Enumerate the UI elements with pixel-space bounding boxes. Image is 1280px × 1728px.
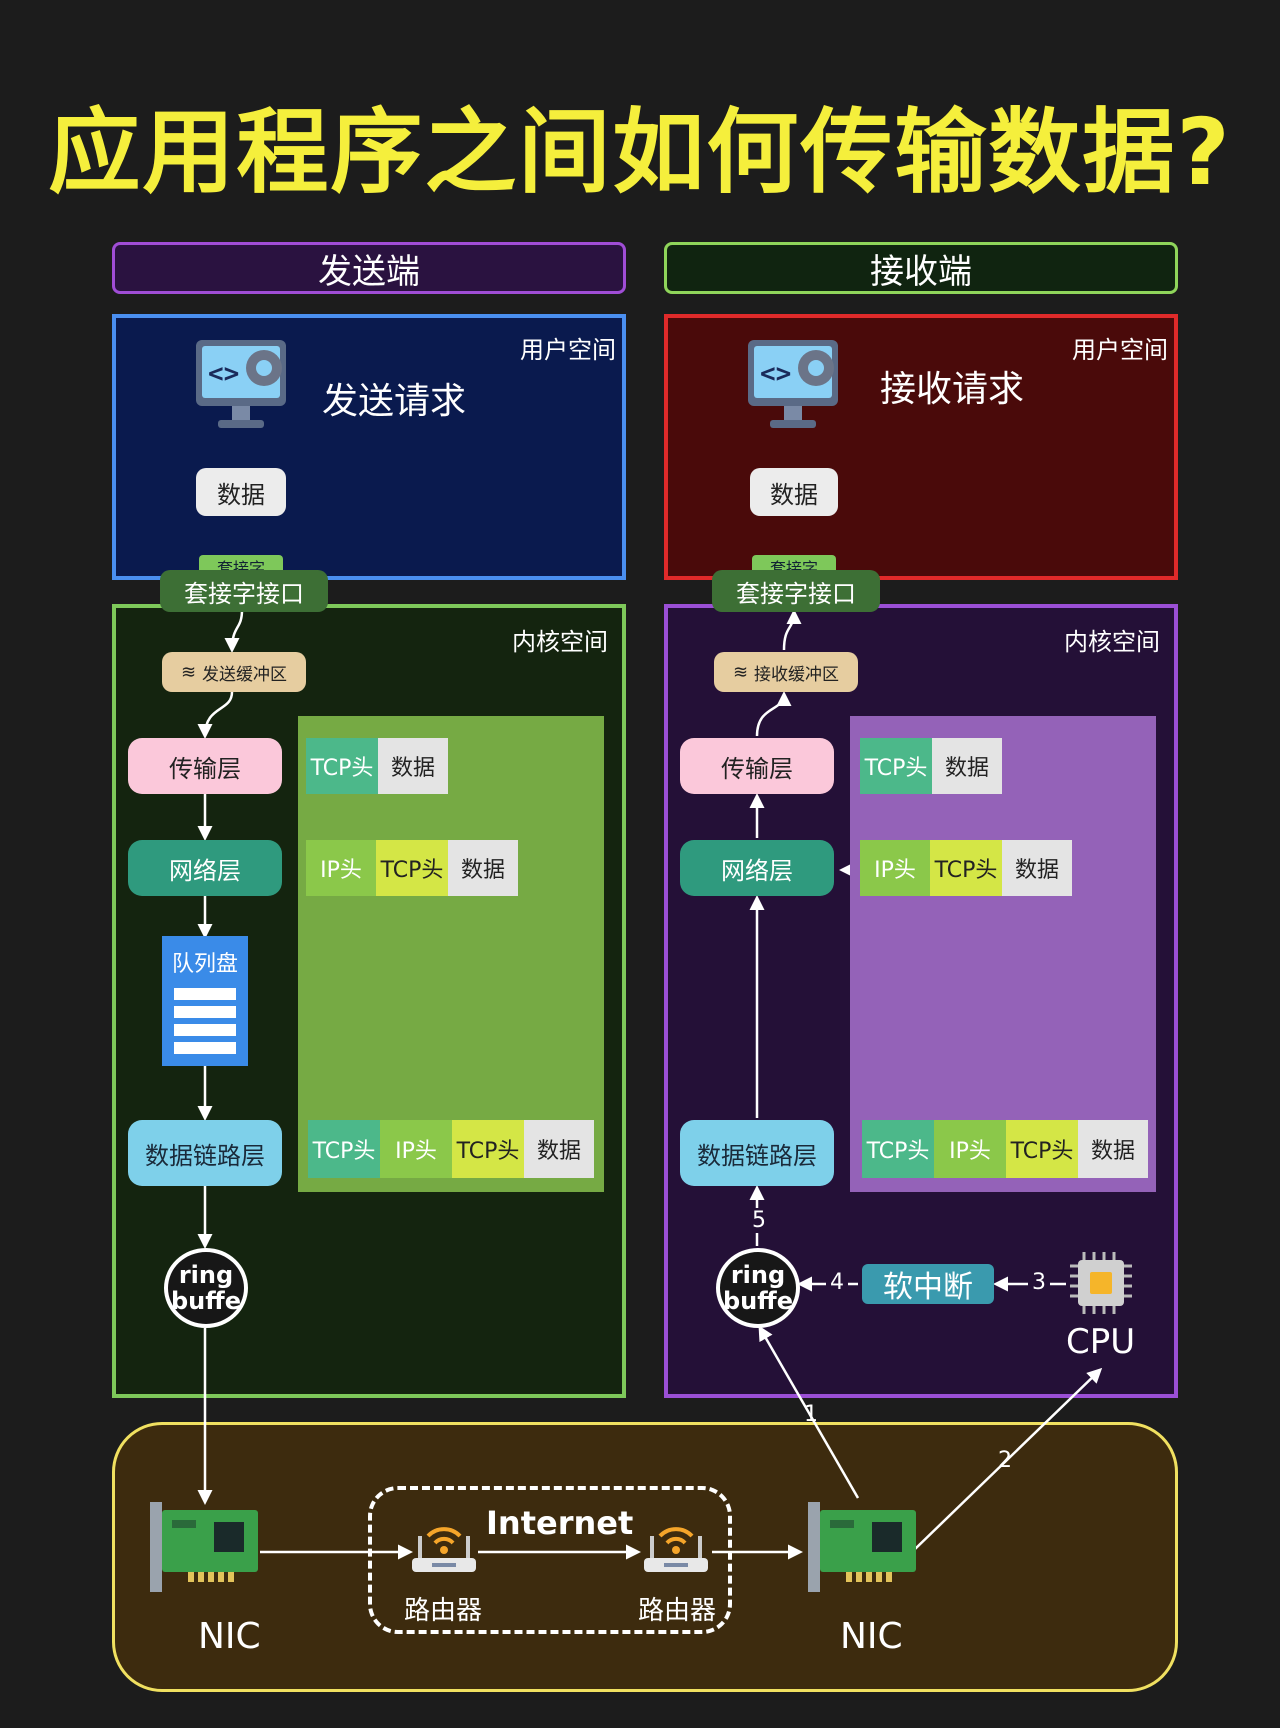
router-label-2: 路由器 — [638, 1596, 717, 1626]
receiver-network-layer: 网络层 — [680, 840, 834, 896]
arrow-rtransport-to-buffer — [755, 691, 792, 737]
sender-transport-layer: 传输层 — [128, 738, 282, 794]
sender-packet-2: IP头 TCP头 数据 — [306, 840, 518, 896]
queue-slot — [174, 1024, 236, 1036]
step-number-4: 4 — [826, 1270, 848, 1295]
sender-data-box: 数据 — [196, 468, 286, 516]
internet-label: Internet — [486, 1504, 634, 1542]
svg-text:<>: <> — [208, 359, 239, 389]
arrow-rbuffer-to-socket — [782, 609, 802, 651]
receiver-ring-label-1: ring — [730, 1261, 786, 1289]
sender-header: 发送端 — [112, 242, 626, 294]
sender-send-buffer: ≋ 发送缓冲区 — [162, 652, 306, 692]
data-seg: 数据 — [932, 738, 1002, 794]
queue-slot — [174, 1006, 236, 1018]
network-card-icon — [150, 1502, 258, 1592]
step-number-5: 5 — [750, 1208, 768, 1233]
network-card-icon — [808, 1502, 916, 1592]
receiver-request-label: 接收请求 — [880, 369, 1025, 410]
monitor-gear-icon: <> — [748, 340, 838, 428]
sender-network-layer: 网络层 — [128, 840, 282, 896]
router-label-1: 路由器 — [404, 1596, 483, 1626]
step-number-3: 3 — [1028, 1270, 1050, 1295]
svg-text:<>: <> — [760, 359, 791, 389]
data-seg: 数据 — [448, 840, 518, 896]
receiver-recv-buffer-label: 接收缓冲区 — [754, 664, 840, 685]
tcp-header-seg: TCP头 — [452, 1120, 524, 1178]
receiver-packet-2: IP头 TCP头 数据 — [860, 840, 1072, 896]
arrow-socket-to-buffer — [224, 609, 244, 653]
layers-icon: ≋ — [732, 661, 749, 683]
sender-queue-label: 队列盘 — [171, 952, 238, 977]
receiver-packet-3: TCP头 IP头 TCP头 数据 — [862, 1120, 1148, 1178]
receiver-packet-panel — [850, 716, 1156, 1192]
ip-header-seg: IP头 — [934, 1120, 1006, 1178]
tcp-header-seg: TCP头 — [1006, 1120, 1078, 1178]
receiver-nic-label: NIC — [840, 1616, 903, 1657]
receiver-header: 接收端 — [664, 242, 1178, 294]
router-icon — [412, 1527, 476, 1572]
step-number-1: 1 — [804, 1402, 818, 1427]
receiver-ring-label-2: buffe — [723, 1287, 793, 1315]
receiver-data-box: 数据 — [750, 468, 838, 516]
sender-nic-label: NIC — [198, 1616, 261, 1657]
sender-user-space-label: 用户空间 — [520, 336, 616, 364]
tcp-header-seg: TCP头 — [930, 840, 1002, 896]
step-number-2: 2 — [998, 1448, 1012, 1473]
layers-icon: ≋ — [180, 661, 197, 683]
sender-packet-3: TCP头 IP头 TCP头 数据 — [308, 1120, 594, 1178]
sender-send-buffer-label: 发送缓冲区 — [202, 664, 288, 685]
sender-request-label: 发送请求 — [322, 381, 467, 422]
data-seg: 数据 — [524, 1120, 594, 1178]
tcp-header-seg: TCP头 — [860, 738, 932, 794]
sender-queue: 队列盘 — [162, 936, 248, 1066]
sender-datalink-layer: 数据链路层 — [128, 1120, 282, 1186]
receiver-recv-buffer: ≋ 接收缓冲区 — [714, 652, 858, 692]
soft-interrupt-box: 软中断 — [862, 1264, 994, 1305]
sender-packet-panel — [298, 716, 604, 1192]
receiver-packet-1: TCP头 数据 — [860, 738, 1002, 794]
router-icon — [644, 1527, 708, 1572]
receiver-transport-layer: 传输层 — [680, 738, 834, 794]
receiver-kernel-space-label: 内核空间 — [1064, 628, 1160, 656]
ip-header-seg: IP头 — [860, 840, 930, 896]
cpu-label: CPU — [1066, 1322, 1136, 1362]
data-seg: 数据 — [1078, 1120, 1148, 1178]
sender-ring-label-1: ring — [178, 1261, 234, 1289]
arrow-step2 — [913, 1367, 1103, 1551]
receiver-socket-interface: 套接字接口 — [712, 570, 880, 612]
tcp-header-seg: TCP头 — [376, 840, 448, 896]
tcp-header-seg: TCP头 — [306, 738, 378, 794]
tcp-header-seg: TCP头 — [862, 1120, 934, 1178]
receiver-datalink-layer: 数据链路层 — [680, 1120, 834, 1186]
data-seg: 数据 — [378, 738, 448, 794]
ip-header-seg: IP头 — [306, 840, 376, 896]
arrow-buffer-to-transport — [197, 691, 234, 739]
receiver-user-space-label: 用户空间 — [1072, 336, 1168, 364]
sender-kernel-space-label: 内核空间 — [512, 628, 608, 656]
sender-packet-1: TCP头 数据 — [306, 738, 448, 794]
page-title: 应用程序之间如何传输数据? — [48, 99, 1232, 206]
queue-slot — [174, 988, 236, 1000]
cpu-chip-icon — [1070, 1252, 1132, 1314]
sender-ring-buffer: ring buffe — [164, 1248, 248, 1328]
sender-ring-label-2: buffe — [171, 1287, 241, 1315]
internet-dashed-area — [368, 1486, 732, 1634]
ip-header-seg: IP头 — [380, 1120, 452, 1178]
sender-socket-interface: 套接字接口 — [160, 570, 328, 612]
receiver-ring-buffer: ring buffe — [716, 1248, 800, 1328]
monitor-gear-icon: <> — [196, 340, 286, 428]
data-seg: 数据 — [1002, 840, 1072, 896]
tcp-header-seg: TCP头 — [308, 1120, 380, 1178]
queue-slot — [174, 1042, 236, 1054]
arrow-step1 — [758, 1325, 860, 1499]
